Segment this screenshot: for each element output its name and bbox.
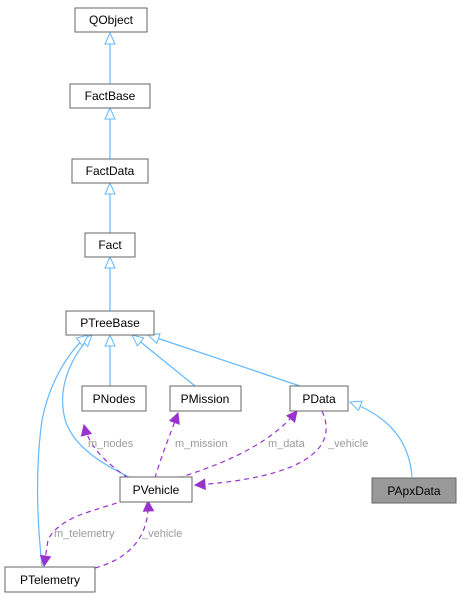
label-pdata-vehicle: _vehicle	[327, 438, 368, 450]
node-ptelemetry[interactable]: PTelemetry	[4, 566, 96, 593]
node-fact-label: Fact	[98, 238, 122, 252]
node-pnodes-label: PNodes	[93, 392, 136, 406]
node-ptelemetry-label: PTelemetry	[20, 573, 80, 587]
node-pvehicle[interactable]: PVehicle	[119, 476, 193, 503]
edge-papxdata-pdata	[348, 400, 413, 478]
node-papxdata[interactable]: PApxData	[371, 477, 457, 504]
node-pdata-label: PData	[302, 392, 336, 406]
node-fact[interactable]: Fact	[84, 232, 136, 258]
edge-ptelemetry-pvehicle	[44, 499, 126, 566]
node-pmission-label: PMission	[181, 392, 230, 406]
node-factdata[interactable]: FactData	[71, 158, 149, 184]
label-m-telemetry: m_telemetry	[54, 528, 115, 540]
node-pnodes[interactable]: PNodes	[81, 385, 147, 412]
node-qobject-label: QObject	[89, 13, 134, 27]
node-pvehicle-label: PVehicle	[133, 483, 180, 497]
node-factbase[interactable]: FactBase	[69, 83, 151, 109]
label-ptelemetry-vehicle: _vehicle	[141, 528, 182, 540]
node-ptreebase[interactable]: PTreeBase	[65, 310, 155, 336]
label-m-data: m_data	[268, 438, 306, 450]
edge-pmission-pvehicle	[154, 413, 178, 479]
label-m-nodes: m_nodes	[88, 438, 134, 450]
usage-edges	[44, 410, 327, 569]
node-qobject[interactable]: QObject	[74, 7, 148, 33]
node-ptreebase-label: PTreeBase	[80, 316, 140, 330]
node-pmission[interactable]: PMission	[169, 385, 242, 412]
edge-pnodes-pvehicle	[84, 425, 129, 479]
edge-pdata-ptreebase	[146, 333, 301, 387]
edge-pmission-ptreebase	[131, 334, 196, 387]
node-papxdata-label: PApxData	[387, 484, 440, 498]
label-m-mission: m_mission	[175, 438, 228, 450]
edge-pvehicle-ptreebase	[62, 334, 136, 481]
edge-labels: m_nodes m_mission m_data _vehicle m_tele…	[54, 438, 368, 540]
node-pdata[interactable]: PData	[289, 385, 349, 412]
edge-pvehicle-ptelemetry	[94, 501, 148, 569]
inheritance-edges	[36, 31, 413, 567]
edge-pvehicle-pdata	[195, 410, 327, 485]
edge-ptelemetry-ptreebase	[36, 334, 89, 567]
node-factdata-label: FactData	[86, 164, 135, 178]
node-factbase-label: FactBase	[85, 89, 136, 103]
